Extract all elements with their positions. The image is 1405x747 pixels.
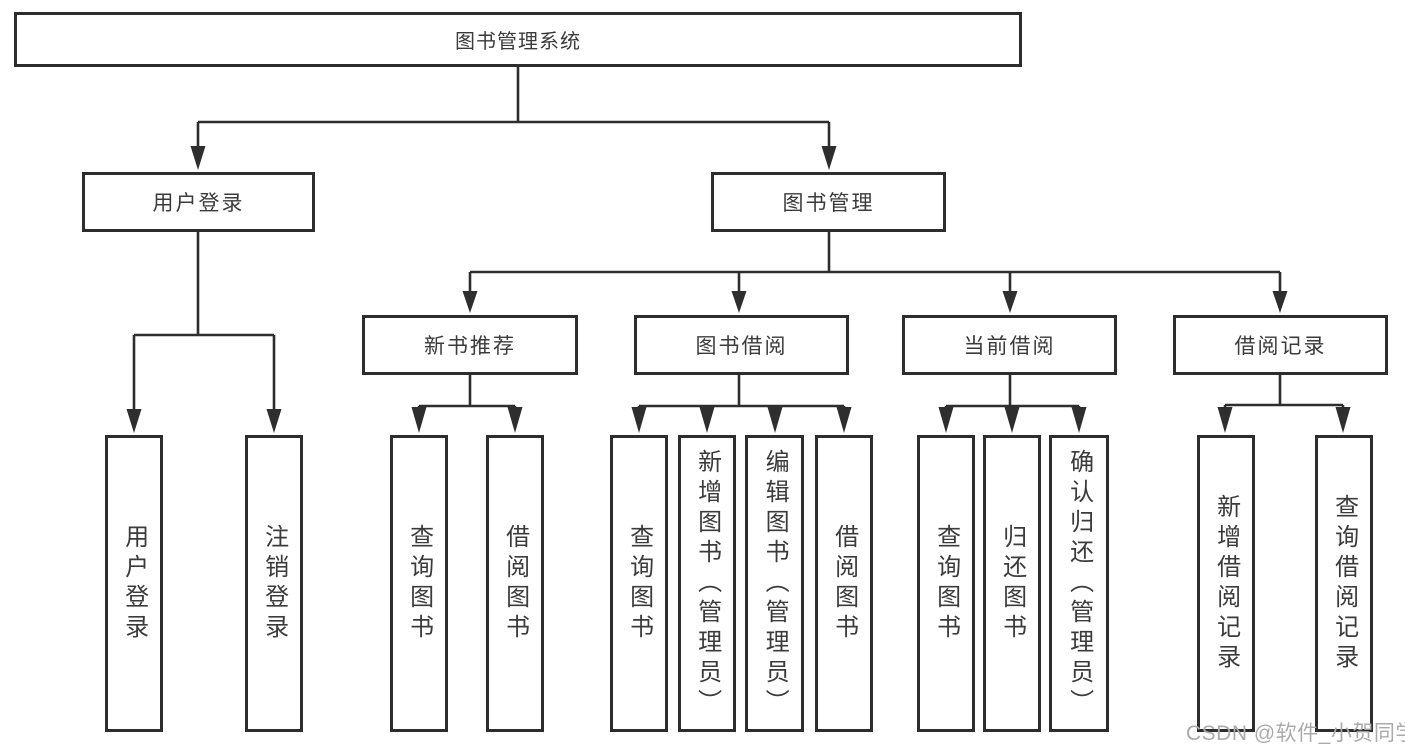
arrowhead-icon-2-1 [731,291,747,313]
arrowhead-icon-5-0 [938,407,954,433]
node-book-borrowing: 图书借阅 [634,315,849,375]
node-book-borrowing-label: 图书借阅 [695,335,788,358]
leaf-current-return-books: 归还图书 [983,435,1041,732]
leaf-borrowing-edit-books-admin-label: 编辑图书（管理员） [761,448,789,719]
node-new-book-recommend: 新书推荐 [362,315,578,375]
node-current-borrowing: 当前借阅 [902,315,1117,375]
leaf-recommend-borrow-books: 借阅图书 [486,435,544,732]
node-new-book-recommend-label: 新书推荐 [424,335,516,358]
leaf-borrowing-borrow-books-label: 借阅图书 [830,523,858,644]
leaf-logout: 注销登录 [245,435,303,732]
node-book-management-label: 图书管理 [782,192,875,215]
leaf-recommend-query-books-label: 查询图书 [405,523,433,644]
leaf-borrowing-add-books-admin: 新增图书（管理员） [678,435,736,732]
arrowhead-icon-1-0 [126,409,142,433]
leaf-borrowing-add-books-admin-label: 新增图书（管理员） [693,448,721,719]
leaf-current-confirm-return-admin: 确认归还（管理员） [1049,435,1109,732]
leaf-borrowing-query-books-label: 查询图书 [625,523,653,644]
arrowhead-icon-5-2 [1071,407,1087,433]
arrowhead-icon-3-1 [507,407,523,433]
leaf-user-login-label: 用户登录 [120,523,148,644]
arrowhead-icon-0-1 [821,146,837,170]
arrowhead-icon-4-3 [836,407,852,433]
leaf-current-query-books-label: 查询图书 [932,523,960,644]
node-root: 图书管理系统 [14,12,1022,67]
csdn-watermark: CSDN @软件_小贺同学 [1186,722,1405,745]
arrowhead-icon-5-1 [1004,407,1020,433]
leaf-records-add-record: 新增借阅记录 [1197,435,1255,732]
node-root-label: 图书管理系统 [455,31,581,53]
leaf-user-login: 用户登录 [105,435,163,732]
node-user-login-label: 用户登录 [152,192,245,215]
leaf-borrowing-edit-books-admin: 编辑图书（管理员） [745,435,804,732]
arrowhead-icon-2-0 [462,291,478,313]
arrowhead-icon-6-1 [1335,407,1351,433]
leaf-logout-label: 注销登录 [260,523,288,644]
arrowhead-icon-3-0 [411,407,427,433]
leaf-current-query-books: 查询图书 [917,435,975,732]
node-book-management: 图书管理 [711,172,946,232]
leaf-records-add-record-label: 新增借阅记录 [1212,493,1240,674]
arrowhead-icon-6-0 [1217,407,1233,433]
node-borrow-records: 借阅记录 [1173,315,1388,375]
leaf-recommend-query-books: 查询图书 [390,435,448,732]
node-borrow-records-label: 借阅记录 [1234,335,1327,358]
arrowhead-icon-1-1 [266,409,282,433]
leaf-current-confirm-return-admin-label: 确认归还（管理员） [1065,448,1093,719]
leaf-borrowing-borrow-books: 借阅图书 [815,435,873,732]
leaf-records-query-record-label: 查询借阅记录 [1330,493,1358,674]
arrowhead-icon-2-3 [1272,291,1288,313]
node-current-borrowing-label: 当前借阅 [963,335,1056,358]
node-user-login: 用户登录 [82,172,315,232]
arrowhead-icon-4-1 [699,407,715,433]
leaf-records-query-record: 查询借阅记录 [1315,435,1373,732]
arrowhead-icon-4-2 [767,407,783,433]
arrowhead-icon-0-0 [190,146,206,170]
leaf-recommend-borrow-books-label: 借阅图书 [501,523,529,644]
leaf-current-return-books-label: 归还图书 [998,523,1026,644]
arrowhead-icon-2-2 [1002,291,1018,313]
arrowhead-icon-4-0 [631,407,647,433]
leaf-borrowing-query-books: 查询图书 [610,435,668,732]
